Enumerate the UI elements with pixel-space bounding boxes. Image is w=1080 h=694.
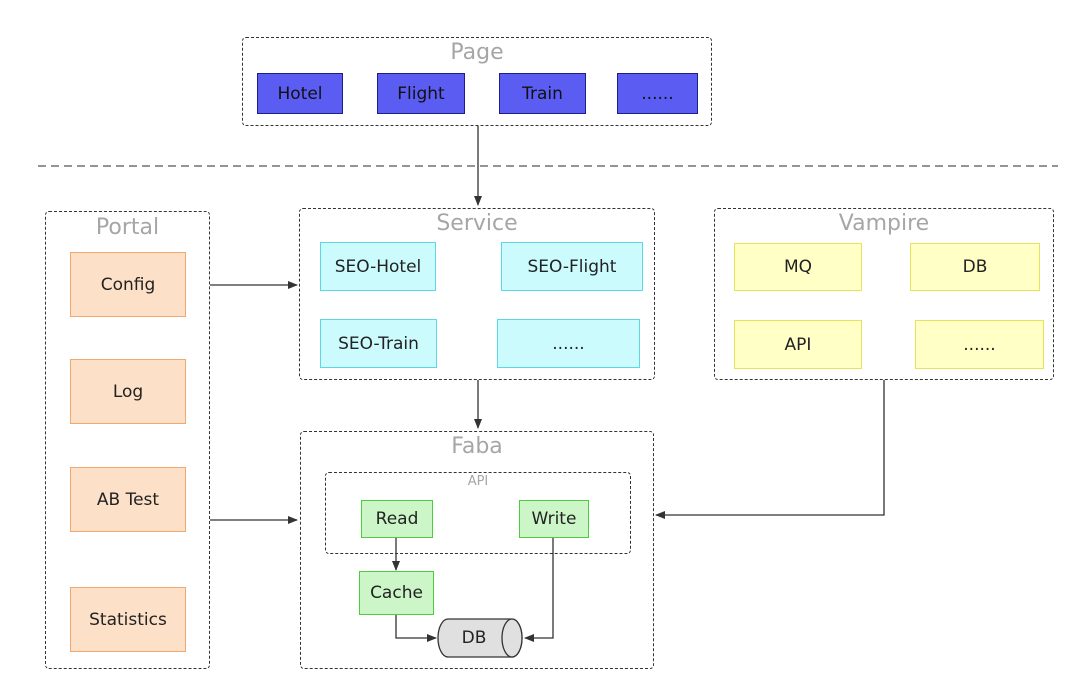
service-group-title: Service [436,211,518,236]
faba-cache-box[interactable]: Cache [359,571,434,615]
page-group-title: Page [450,40,504,65]
faba-write-box[interactable]: Write [519,500,589,538]
arrow-vampire-to-faba [655,380,885,519]
page-item-flight[interactable]: Flight [377,73,465,114]
portal-item-statistics[interactable]: Statistics [70,587,186,652]
faba-api-group: API [325,472,631,554]
vampire-group: Vampire MQ DB API ...... [714,208,1054,380]
vampire-item-db[interactable]: DB [910,243,1040,291]
portal-item-log[interactable]: Log [70,359,186,424]
arrow-cache-to-db [395,614,437,642]
portal-group-title: Portal [95,215,160,240]
page-group: Page Hotel Flight Train ...... [242,37,712,126]
portal-item-ab-test[interactable]: AB Test [70,467,186,532]
faba-group: Faba API Read Write Cache [300,431,654,669]
arrow-write-to-db [524,537,554,642]
faba-api-title: API [467,474,489,489]
portal-group: Portal Config Log AB Test Statistics [45,211,210,669]
portal-item-config[interactable]: Config [70,252,186,317]
page-item-more[interactable]: ...... [617,73,698,114]
service-item-more[interactable]: ...... [497,319,640,368]
vampire-group-title: Vampire [838,211,930,236]
db-cylinder-icon [437,618,523,658]
page-item-train[interactable]: Train [499,73,586,114]
service-item-seo-hotel[interactable]: SEO-Hotel [320,242,436,291]
service-group: Service SEO-Hotel SEO-Flight SEO-Train .… [299,208,655,380]
faba-db-label: DB [461,628,487,648]
faba-group-title: Faba [451,434,503,459]
vampire-item-more[interactable]: ...... [915,320,1044,369]
page-item-hotel[interactable]: Hotel [257,73,343,114]
vampire-item-api[interactable]: API [734,320,862,369]
faba-read-box[interactable]: Read [361,500,433,538]
vampire-item-mq[interactable]: MQ [734,243,862,291]
service-item-seo-flight[interactable]: SEO-Flight [501,242,643,291]
service-item-seo-train[interactable]: SEO-Train [320,319,437,368]
